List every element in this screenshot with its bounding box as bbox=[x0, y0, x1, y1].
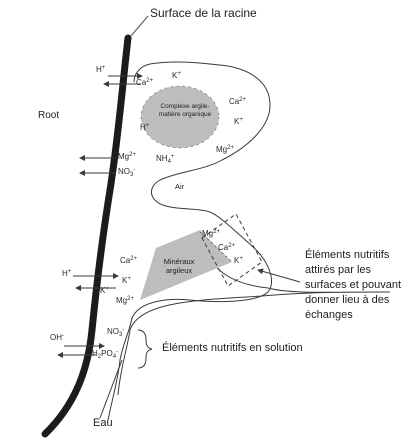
ion-mg-2plus: Mg2+ bbox=[118, 152, 136, 161]
root-surface-line bbox=[41, 34, 132, 438]
air-label: Air bbox=[175, 182, 185, 191]
solution-nutrients-label: Éléments nutritifs en solution bbox=[162, 342, 303, 354]
surface-nutrients-label: Éléments nutritifs attirés par les surfa… bbox=[305, 249, 402, 321]
ion-ca-2plus: Ca2+ bbox=[120, 256, 138, 265]
ion-k-plus: K+ bbox=[234, 117, 243, 126]
ion-nh4-plus: NH4+ bbox=[156, 154, 175, 165]
ion-h-plus: H+ bbox=[140, 123, 150, 132]
ion-ca-2plus: Ca2+ bbox=[229, 97, 247, 106]
root-surface-pointer bbox=[130, 15, 149, 37]
water-film-outline bbox=[107, 61, 272, 421]
water-pointer bbox=[99, 359, 123, 419]
water-label: Eau bbox=[93, 417, 113, 429]
root-label: Root bbox=[38, 110, 60, 121]
ion-oh-minus: OH- bbox=[50, 333, 64, 342]
ion-h2po4-minus: H2PO4- bbox=[92, 349, 119, 360]
ion-mg-2plus: Mg2+ bbox=[202, 229, 220, 238]
clay-organic-complex-shape bbox=[140, 85, 220, 149]
ion-no3-minus: NO3- bbox=[118, 167, 136, 178]
root-surface-label: Surface de la racine bbox=[150, 6, 257, 20]
clay-minerals-charges bbox=[199, 231, 233, 263]
ion-k-plus: K+ bbox=[172, 71, 181, 80]
ion-k-plus: K+ bbox=[234, 256, 243, 265]
ion-k-plus: K+ bbox=[122, 276, 131, 285]
ion-ca-2plus: Ca2+ bbox=[136, 78, 154, 87]
ion-k-plus: K+ bbox=[100, 286, 109, 295]
exchange-surface-box bbox=[201, 213, 263, 287]
ion-mg-2plus: Mg2+ bbox=[216, 145, 234, 154]
ion-arrows bbox=[57, 73, 143, 358]
ion-ca-2plus: Ca2+ bbox=[218, 243, 236, 252]
clay-minerals-shape bbox=[140, 230, 232, 300]
ion-h-plus: H+ bbox=[96, 65, 106, 74]
solution-brace bbox=[137, 329, 153, 369]
ion-no3-minus: NO3- bbox=[107, 327, 125, 338]
exchange-pointer bbox=[257, 268, 301, 283]
clay-minerals-label: Minéraux argileux bbox=[163, 257, 195, 275]
ion-h-plus: H+ bbox=[62, 269, 72, 278]
clay-organic-complex-label: Complexe argile-matière organique bbox=[158, 103, 212, 118]
ion-mg-2plus: Mg2+ bbox=[116, 296, 134, 305]
